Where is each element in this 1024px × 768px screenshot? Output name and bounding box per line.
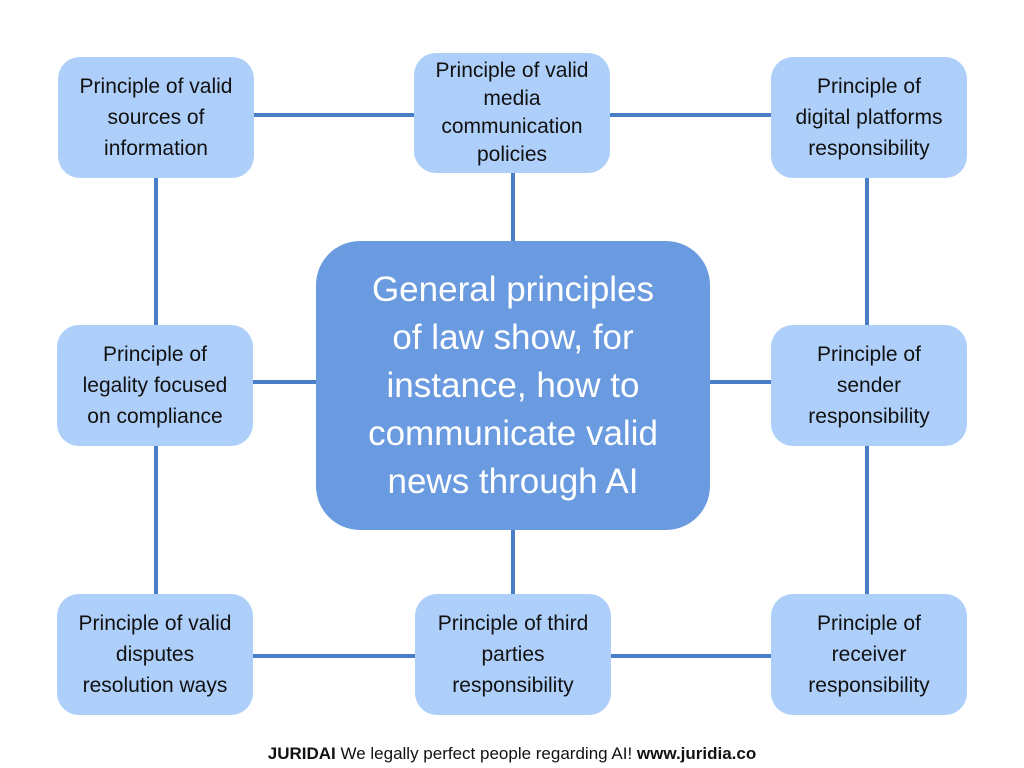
node-label: Principle of valid disputes resolution w… bbox=[78, 612, 232, 697]
node-receiver-responsibility: Principle of receiver responsibility bbox=[771, 594, 967, 715]
node-label: Principle of valid sources of informatio… bbox=[79, 75, 233, 160]
connector-bottom-left-to-bottom-middle bbox=[251, 654, 417, 658]
connector-middle-left-to-bottom-left bbox=[154, 444, 158, 596]
node-legality-focused-on-compliance: Principle of legality focused on complia… bbox=[57, 325, 253, 446]
node-label: Principle of valid media communication p… bbox=[435, 59, 589, 166]
node-third-parties-responsibility: Principle of third parties responsibilit… bbox=[415, 594, 611, 715]
node-label: Principle of digital platforms responsib… bbox=[795, 75, 943, 160]
node-label: Principle of legality focused on complia… bbox=[82, 343, 228, 428]
node-valid-sources-of-information: Principle of valid sources of informatio… bbox=[58, 57, 254, 178]
node-valid-disputes-resolution-ways: Principle of valid disputes resolution w… bbox=[57, 594, 253, 715]
footer-url[interactable]: www.juridia.co bbox=[636, 744, 757, 763]
connector-bottom-middle-to-bottom-right bbox=[609, 654, 773, 658]
connector-top-right-to-middle-right bbox=[865, 176, 869, 327]
connector-middle-right-to-bottom-right bbox=[865, 444, 869, 596]
central-concept-node: General principles of law show, for inst… bbox=[316, 241, 710, 530]
connector-top-middle-to-center bbox=[511, 171, 515, 243]
connector-top-left-to-top-middle bbox=[254, 113, 416, 117]
connector-center-to-middle-right bbox=[708, 380, 773, 384]
node-label: Principle of receiver responsibility bbox=[808, 612, 930, 697]
node-label: Principle of sender responsibility bbox=[808, 343, 930, 428]
footer-tagline: We legally perfect people regarding AI! bbox=[335, 744, 637, 763]
footer-brand: JURIDAI bbox=[267, 744, 336, 763]
connector-center-to-bottom-middle bbox=[511, 528, 515, 596]
node-label: Principle of third parties responsibilit… bbox=[437, 612, 589, 697]
connector-top-left-to-middle-left bbox=[154, 176, 158, 327]
footer: JURIDAI We legally perfect people regard… bbox=[0, 744, 1024, 764]
node-digital-platforms-responsibility: Principle of digital platforms responsib… bbox=[771, 57, 967, 178]
central-concept-label: General principles of law show, for inst… bbox=[368, 269, 658, 501]
connector-middle-left-to-center bbox=[251, 380, 318, 384]
node-valid-media-communication-policies: Principle of valid media communication p… bbox=[414, 53, 610, 173]
connector-top-middle-to-top-right bbox=[608, 113, 773, 117]
node-sender-responsibility: Principle of sender responsibility bbox=[771, 325, 967, 446]
